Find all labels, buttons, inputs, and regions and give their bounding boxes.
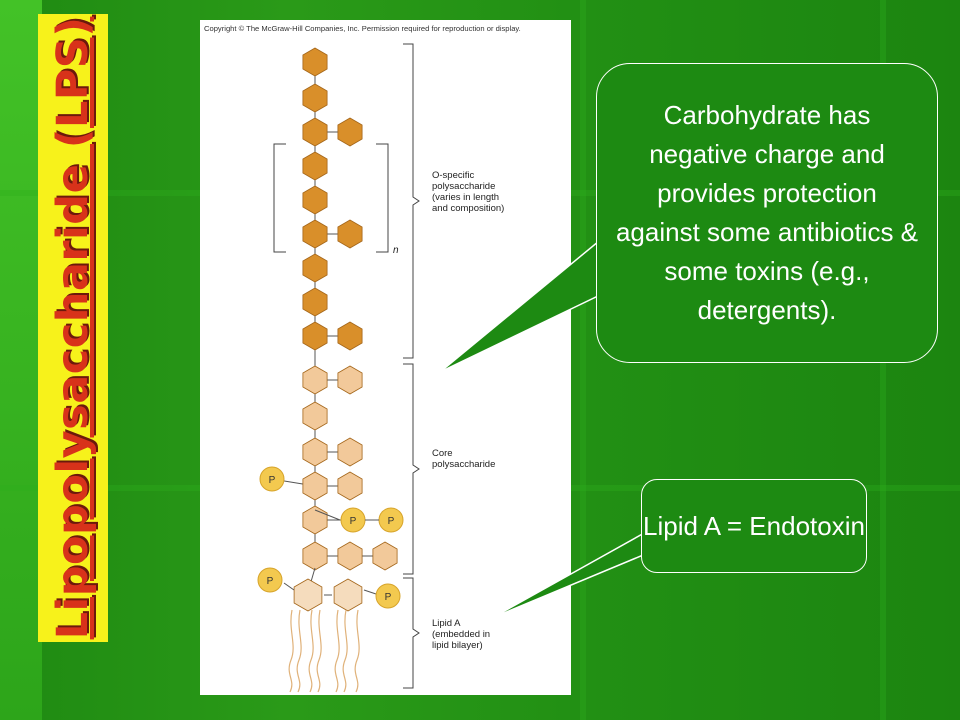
phosphate-group: [375, 583, 401, 609]
fatty-acid-chain: [288, 609, 294, 693]
left-accent-bar: [0, 0, 42, 720]
fatty-acid-chain: [342, 609, 348, 693]
core-brace: [403, 363, 420, 575]
background-stripe: [580, 0, 586, 720]
core-branch-sugar: [337, 471, 363, 501]
o-specific-label: O-specific polysaccharide (varies in len…: [432, 170, 505, 214]
o-specific-sugar: [302, 287, 328, 317]
core-sugar: [302, 471, 328, 501]
lipid-a-label: Lipid A (embedded in lipid bilayer): [432, 618, 491, 651]
o-specific-branch-sugar: [337, 117, 363, 147]
phosphate-label: P: [269, 475, 276, 486]
lps-structure-diagram: P P P P P: [257, 43, 420, 693]
lipid-a-sugar: [333, 578, 363, 612]
core-sugar: [302, 365, 328, 395]
copyright-notice: Copyright © The McGraw-Hill Companies, I…: [204, 24, 521, 33]
phosphate-label: P: [350, 516, 357, 527]
repeat-bracket-left: [273, 143, 286, 253]
o-specific-sugar: [302, 83, 328, 113]
core-branch-sugar: [337, 437, 363, 467]
core-branch-sugar: [337, 541, 363, 571]
core-branch-sugar: [337, 365, 363, 395]
bond: [314, 509, 341, 521]
lipid-a-callout-text: Lipid A = Endotoxin: [643, 511, 865, 541]
core-sugar: [302, 505, 328, 535]
phosphate-group: [257, 567, 283, 593]
carbohydrate-callout-text: Carbohydrate has negative charge and pro…: [615, 100, 919, 325]
lipid-a-sugar: [293, 578, 323, 612]
o-specific-branch-sugar: [337, 321, 363, 351]
core-branch-sugar: [372, 541, 398, 571]
fatty-acid-chain: [316, 609, 322, 693]
o-specific-sugar: [302, 117, 328, 147]
o-specific-sugar: [302, 151, 328, 181]
fatty-acid-chain: [354, 609, 360, 693]
repeat-bracket-right: [376, 143, 389, 253]
phosphate-label: P: [385, 592, 392, 603]
slide-title: Lipopolysaccharide (LPS): [48, 16, 98, 640]
o-specific-branch-sugar: [337, 219, 363, 249]
o-specific-sugar: [302, 185, 328, 215]
fatty-acid-chain: [308, 609, 314, 693]
o-specific-sugar: [302, 47, 328, 77]
bond: [283, 582, 295, 591]
lps-figure: Copyright © The McGraw-Hill Companies, I…: [200, 20, 571, 695]
phosphate-label: P: [267, 576, 274, 587]
core-sugar: [302, 541, 328, 571]
bond: [363, 589, 377, 595]
lipid-a-brace: [403, 577, 420, 689]
core-sugar: [302, 401, 328, 431]
o-specific-sugar: [302, 253, 328, 283]
carbohydrate-callout: Carbohydrate has negative charge and pro…: [596, 63, 938, 363]
phosphate-group: [259, 466, 285, 492]
lipid-a-callout: Lipid A = Endotoxin: [641, 479, 867, 573]
o-specific-brace: [403, 43, 420, 359]
repeat-n-label: n: [393, 245, 399, 256]
title-box: [38, 14, 108, 642]
o-specific-sugar: [302, 321, 328, 351]
core-sugar: [302, 437, 328, 467]
o-specific-sugar: [302, 219, 328, 249]
phosphate-label: P: [388, 516, 395, 527]
fatty-acid-chain: [334, 609, 340, 693]
fatty-acid-chain: [296, 609, 302, 693]
core-label: Core polysaccharide: [432, 448, 496, 470]
